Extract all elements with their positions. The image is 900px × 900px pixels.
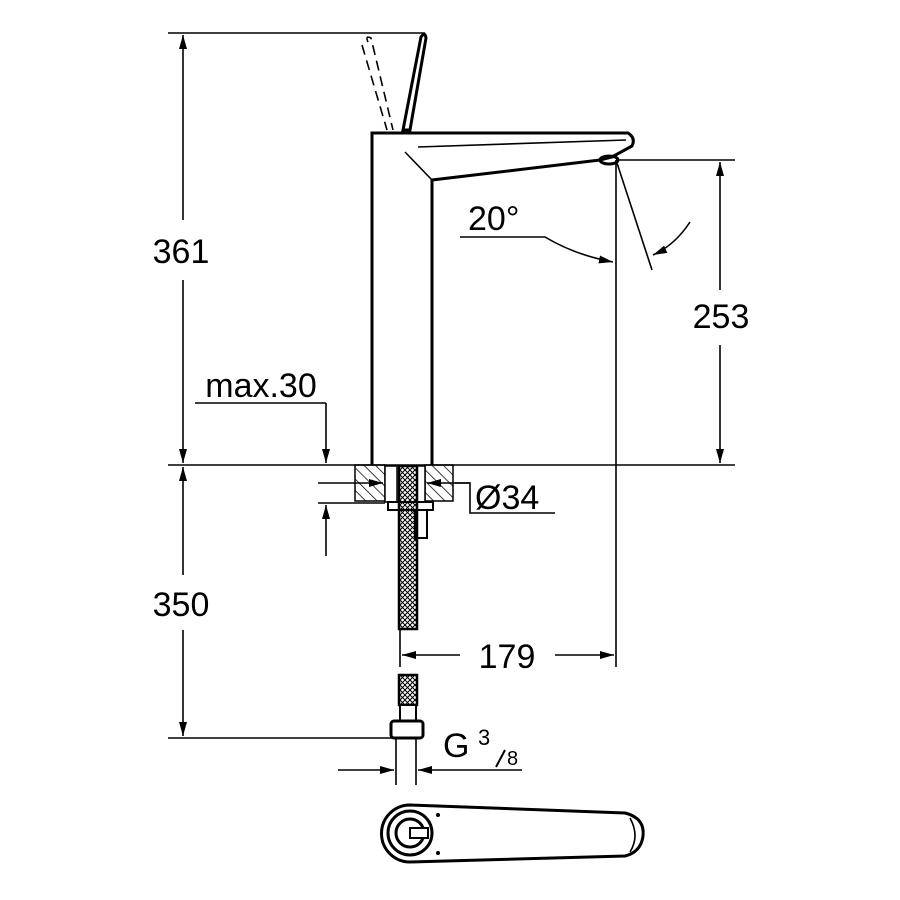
label-thread-numerator: 3 — [478, 725, 490, 750]
top-view — [380, 803, 645, 864]
supply-hose — [397, 464, 419, 631]
hose-nut — [389, 719, 425, 740]
dimension-thread — [338, 738, 522, 785]
dimension-angle — [460, 159, 691, 271]
label-angle: 20° — [468, 200, 519, 238]
label-hole-diameter: Ø34 — [475, 479, 539, 517]
dimension-max-thickness — [195, 402, 385, 556]
label-max-thickness: max.30 — [205, 367, 317, 405]
reference-lines — [168, 32, 735, 739]
label-spout-height: 253 — [693, 298, 750, 336]
label-total-height: 361 — [153, 233, 210, 271]
faucet-body — [370, 131, 635, 465]
lever-handle — [361, 32, 428, 132]
aerator — [598, 154, 620, 166]
label-thread-denominator: 8 — [507, 748, 518, 770]
label-thread-prefix: G — [443, 727, 469, 765]
mounting-assembly — [354, 464, 454, 740]
dimension-projection — [399, 630, 614, 667]
label-hose-length: 350 — [153, 586, 210, 624]
supply-hose-end — [397, 673, 419, 707]
label-projection: 179 — [479, 638, 536, 676]
